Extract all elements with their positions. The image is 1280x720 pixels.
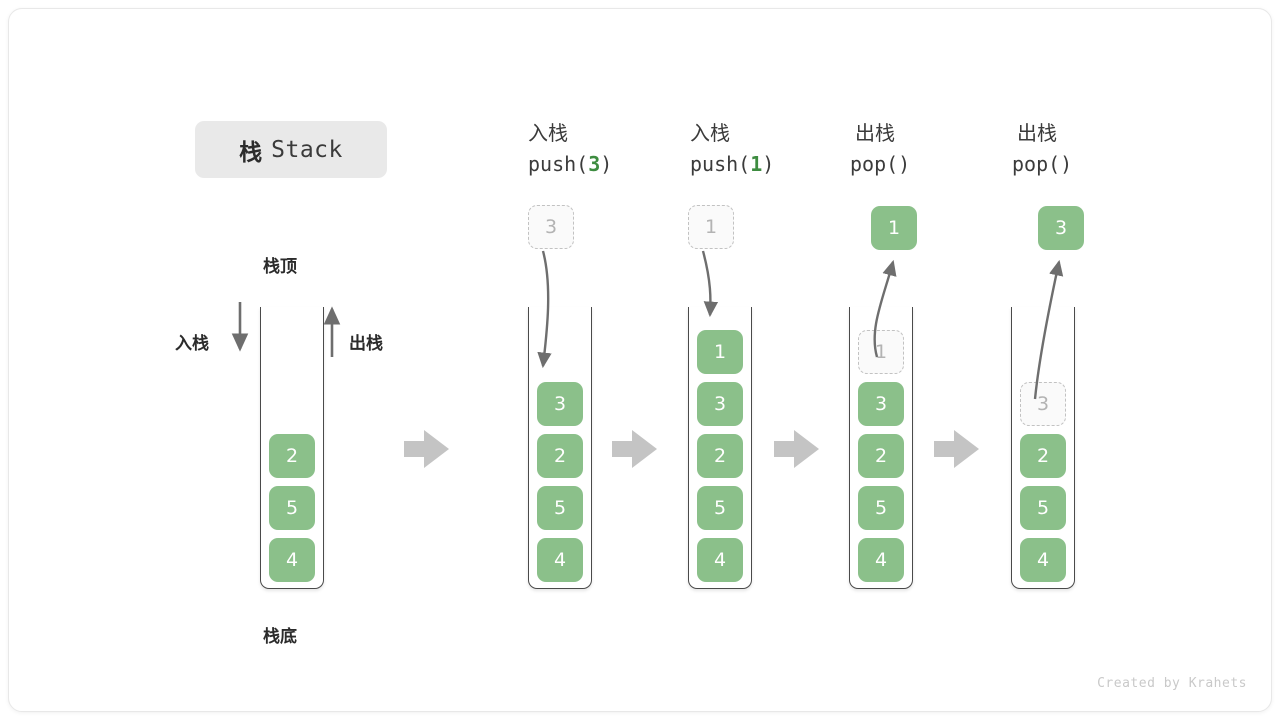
op-code-suffix: ) — [762, 152, 775, 176]
op-code-prefix: pop( — [1012, 152, 1061, 176]
push-direction-label: 入栈 — [175, 334, 209, 354]
floating-ghost-cell: 3 — [528, 205, 574, 249]
stack-cell: 4 — [269, 538, 315, 582]
stack-cell-ghost: 1 — [858, 330, 904, 374]
stack-cell: 3 — [697, 382, 743, 426]
stack-bottom-label: 栈底 — [263, 627, 297, 647]
pop-direction-label: 出栈 — [349, 334, 383, 354]
stack-cell: 2 — [1020, 434, 1066, 478]
title-latin: Stack — [271, 136, 343, 163]
push-flow-arrow-2 — [701, 250, 719, 318]
step-op-cjk: 入栈 — [528, 121, 568, 145]
stack-cell: 4 — [537, 538, 583, 582]
stack-cell: 5 — [858, 486, 904, 530]
stack-top-label: 栈顶 — [263, 257, 297, 277]
stack-cell: 4 — [697, 538, 743, 582]
stack-cell-ghost: 3 — [1020, 382, 1066, 426]
title-badge: 栈 Stack — [195, 121, 387, 178]
step-op-code: push(1) — [690, 152, 774, 176]
stack-cell: 5 — [537, 486, 583, 530]
stack-cell: 4 — [858, 538, 904, 582]
step-separator-arrow — [774, 430, 819, 468]
step-op-cjk: 出栈 — [1017, 121, 1057, 145]
stack-cell: 4 — [1020, 538, 1066, 582]
step-separator-arrow — [404, 430, 449, 468]
stack-cell: 2 — [537, 434, 583, 478]
floating-popped-cell: 1 — [871, 206, 917, 250]
arrow-overlay — [231, 250, 1064, 468]
op-code-suffix: ) — [1060, 152, 1073, 176]
step-op-cjk: 入栈 — [690, 121, 730, 145]
floating-popped-cell: 3 — [1038, 206, 1084, 250]
stack-cell: 3 — [537, 382, 583, 426]
stack-cell: 5 — [269, 486, 315, 530]
stack-cell: 2 — [269, 434, 315, 478]
stack-cell: 3 — [858, 382, 904, 426]
step-op-cjk: 出栈 — [855, 121, 895, 145]
stack-cell: 2 — [858, 434, 904, 478]
op-code-suffix: ) — [898, 152, 911, 176]
credit-footer: Created by Krahets — [1097, 676, 1247, 691]
floating-ghost-cell: 1 — [688, 205, 734, 249]
step-op-code: pop() — [850, 152, 910, 176]
op-code-number: 3 — [588, 152, 601, 176]
stack-cell: 2 — [697, 434, 743, 478]
op-code-suffix: ) — [600, 152, 613, 176]
op-code-prefix: push( — [690, 152, 751, 176]
step-separator-arrow — [612, 430, 657, 468]
title-cjk: 栈 — [239, 139, 263, 166]
step-separator-arrow — [934, 430, 979, 468]
stack-cell: 5 — [697, 486, 743, 530]
stack-cell: 1 — [697, 330, 743, 374]
step-op-code: push(3) — [528, 152, 612, 176]
step-op-code: pop() — [1012, 152, 1072, 176]
op-code-prefix: pop( — [850, 152, 899, 176]
stack-cell: 5 — [1020, 486, 1066, 530]
op-code-number: 1 — [750, 152, 763, 176]
diagram-canvas: 栈 Stack 栈顶 栈底 入栈 出栈 2 5 4 入栈 push(3) 3 3… — [8, 8, 1272, 712]
op-code-prefix: push( — [528, 152, 589, 176]
